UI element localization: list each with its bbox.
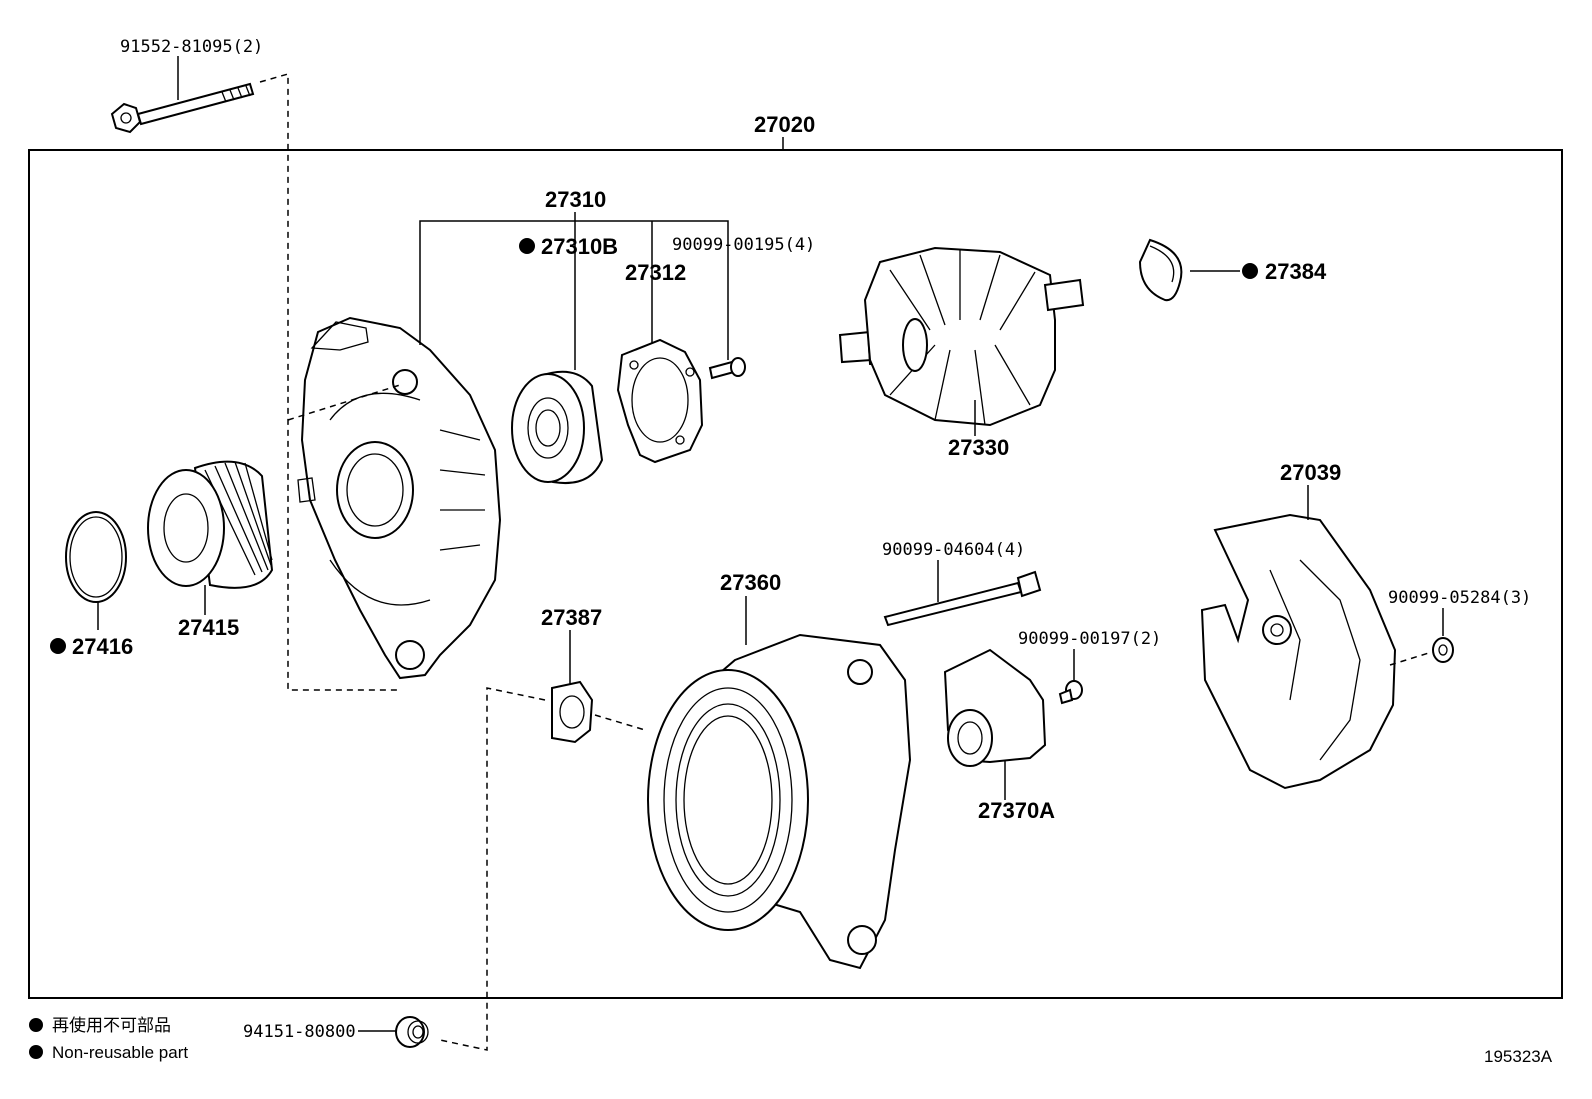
legend-en: Non-reusable part [52, 1043, 188, 1062]
rotor[interactable] [838, 246, 1085, 427]
label-terminal-nut[interactable]: 94151-80800 [243, 1022, 356, 1042]
label-retainer-screw[interactable]: 90099-00195(4) [672, 235, 815, 255]
label-pulley[interactable]: 27415 [178, 615, 239, 640]
rear-frame[interactable] [647, 633, 912, 970]
diagram-code: 195323A [1484, 1047, 1553, 1066]
end-cover[interactable] [1200, 513, 1397, 790]
label-bearing-retainer[interactable]: 27312 [625, 260, 686, 285]
label-rectifier-cap[interactable]: 27387 [541, 605, 602, 630]
end-cover-nut[interactable] [1432, 637, 1454, 663]
retainer-screw[interactable] [708, 357, 746, 380]
bearing-cover[interactable] [1138, 238, 1183, 302]
assembly-frame [28, 149, 1563, 999]
bearing[interactable] [511, 370, 604, 484]
terminal-nut[interactable] [395, 1016, 429, 1048]
label-rotor[interactable]: 27330 [948, 435, 1009, 460]
regulator-screw[interactable] [1058, 680, 1083, 705]
pulley-cap[interactable] [65, 511, 127, 603]
label-pulley-cap[interactable]: 27416 [72, 634, 133, 659]
label-rear-frame[interactable]: 27360 [720, 570, 781, 595]
label-long-bolt[interactable]: 90099-04604(4) [882, 540, 1025, 560]
pulley[interactable] [147, 460, 274, 589]
label-bearing[interactable]: 27310B [541, 234, 618, 259]
label-front-frame[interactable]: 27310 [545, 187, 606, 212]
label-end-cover[interactable]: 27039 [1280, 460, 1341, 485]
long-bolt[interactable] [883, 570, 1042, 627]
label-through-bolt[interactable]: 91552-81095(2) [120, 37, 263, 57]
assembly-label[interactable]: 27020 [754, 112, 815, 137]
rectifier-cap[interactable] [551, 680, 594, 744]
label-end-cover-nut[interactable]: 90099-05284(3) [1388, 588, 1531, 608]
label-bearing-cover[interactable]: 27384 [1265, 259, 1327, 284]
regulator[interactable] [943, 648, 1047, 767]
through-bolt[interactable] [110, 82, 255, 134]
label-regulator-screw[interactable]: 90099-00197(2) [1018, 629, 1161, 649]
legend: 再使用不可部品 Non-reusable part [29, 1015, 188, 1062]
bearing-retainer[interactable] [616, 338, 704, 464]
label-regulator[interactable]: 27370A [978, 798, 1055, 823]
front-frame[interactable] [297, 316, 502, 680]
legend-jp: 再使用不可部品 [52, 1015, 171, 1035]
